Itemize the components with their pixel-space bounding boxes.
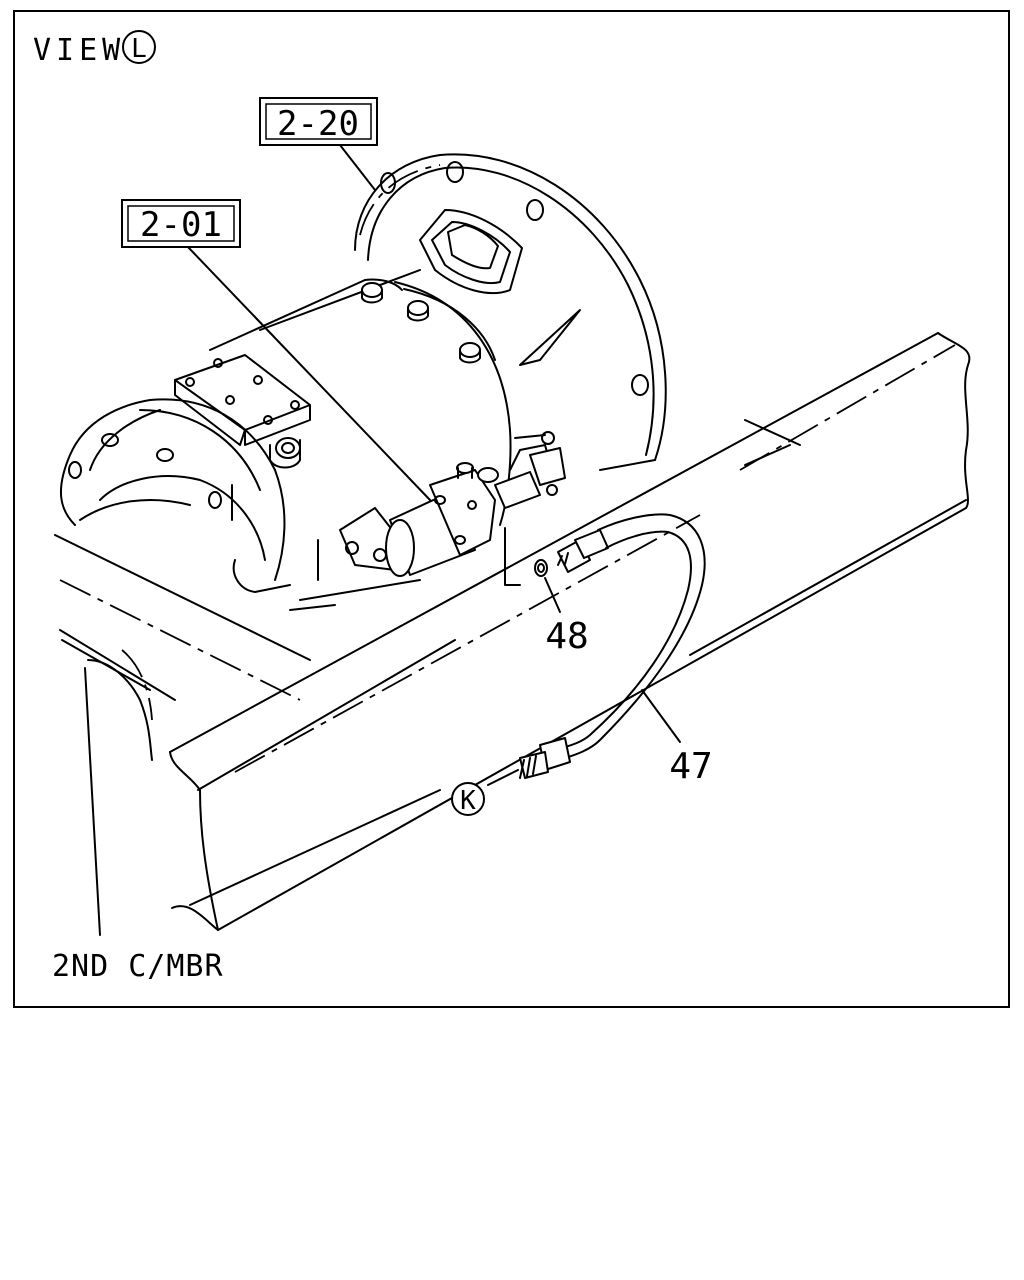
part-47-label: 47 (669, 746, 712, 787)
solenoid-valve-assembly (339, 431, 566, 586)
ref-2-01-label: 2-01 (140, 205, 222, 245)
case-bosses (361, 282, 481, 364)
view-circle-letter: L (131, 34, 147, 64)
diagram-frame (13, 10, 1010, 1008)
second-crossmember (54, 534, 311, 936)
part-48-label: 48 (545, 616, 588, 657)
gasket-48 (534, 559, 561, 613)
shift-cover-block (174, 354, 311, 469)
connector-k-marker: K (451, 782, 485, 816)
ref-box-2-01: 2-01 (121, 199, 431, 501)
frame-rail (169, 332, 971, 931)
ref-box-2-20: 2-20 (259, 97, 378, 191)
view-circle-marker: L (122, 30, 156, 64)
transmission-case (209, 269, 512, 611)
view-label: VIEW (33, 33, 125, 68)
hose-47 (487, 513, 706, 786)
inspection-cover (419, 209, 523, 294)
crossmember-label: 2ND C/MBR (52, 949, 224, 984)
ref-2-20-label: 2-20 (277, 104, 359, 144)
bell-housing (354, 153, 667, 471)
rear-output-housing (59, 398, 291, 593)
connector-k-letter: K (460, 786, 476, 816)
